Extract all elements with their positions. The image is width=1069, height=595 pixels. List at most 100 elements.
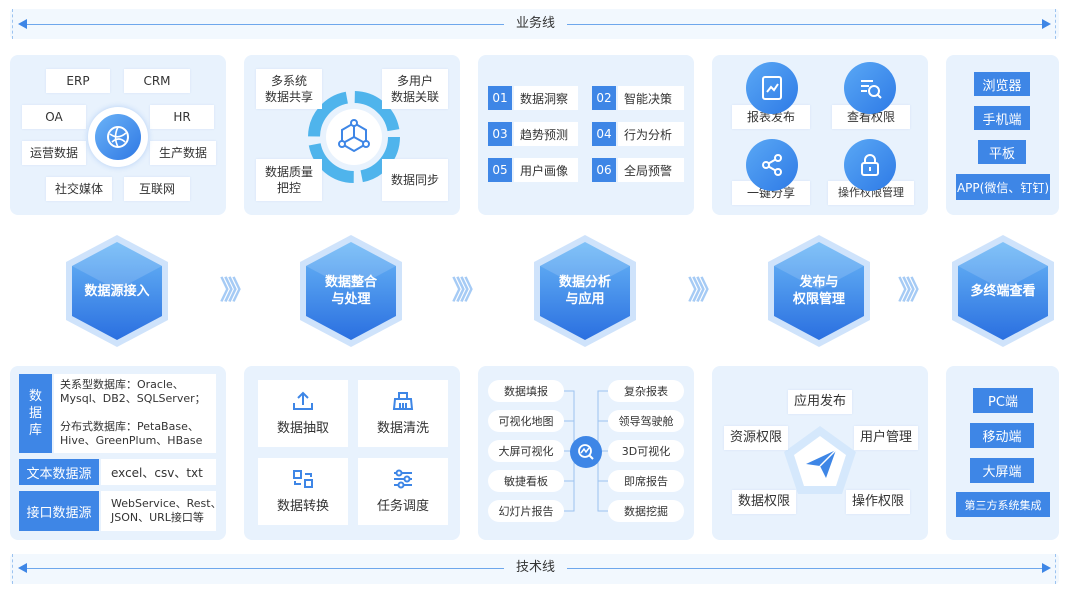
panel-tech-sources: 数 据 库 关系型数据库：Oracle、 Mysql、DB2、SQLServer… — [10, 366, 226, 540]
chevron-right-icon: 》》》 — [452, 276, 486, 306]
item-number: 02 — [592, 86, 616, 110]
source-oa: OA — [22, 105, 86, 129]
source-crm: CRM — [124, 69, 190, 93]
item-number: 05 — [488, 158, 512, 182]
terminal-browser: 浏览器 — [974, 72, 1030, 96]
panel-tech-permission: 应用发布 资源权限 用户管理 数据权限 操作权限 — [712, 366, 928, 540]
api-source-value: WebService、Rest、 JSON、URL接口等 — [101, 491, 222, 531]
band-right-dash — [1055, 9, 1056, 39]
chevron-right-icon: 》》》 — [688, 276, 722, 306]
viz-agile-board: 敏捷看板 — [488, 470, 564, 492]
pentagon-send-icon — [784, 426, 856, 494]
item-global-alert: 全局预警 — [618, 158, 684, 182]
card-extract: 数据抽取 — [258, 380, 348, 447]
arrow-left-icon — [18, 19, 27, 29]
band-right-dash — [1055, 554, 1056, 584]
card-label: 数据清洗 — [376, 421, 429, 436]
band-left-dash — [12, 9, 13, 39]
stage-data-source-access: 数据源接入 — [58, 232, 176, 350]
item-user-profile: 用户画像 — [514, 158, 578, 182]
panel-publish: 报表发布 查看权限 一键分享 操作权限管理 — [712, 55, 928, 215]
source-internet: 互联网 — [124, 177, 190, 201]
text-source-value: excel、csv、txt — [101, 459, 216, 485]
panel-tech-terminals: PC端 移动端 大屏端 第三方系统集成 — [946, 366, 1059, 540]
arrow-right-icon — [1042, 563, 1051, 573]
panel-analysis: 01 数据洞察 02 智能决策 03 趋势预测 04 行为分析 05 用户画像 … — [478, 55, 694, 215]
terminal-tablet: 平板 — [978, 140, 1026, 164]
db-line: Hive、GreenPlum、HBase — [60, 434, 203, 447]
arrow-left-icon — [18, 563, 27, 573]
chevron-right-icon: 》》》 — [898, 276, 932, 306]
multi-system-sharing: 多系统 数据共享 — [256, 69, 322, 109]
card-label: 数据转换 — [276, 499, 329, 514]
analytics-icon — [570, 436, 602, 468]
panel-tech-processing: 数据抽取 数据清洗 数据转换 任务调度 — [244, 366, 460, 540]
perm-operation: 操作权限 — [846, 490, 910, 514]
tech-third-party: 第三方系统集成 — [956, 492, 1050, 517]
card-label: 数据抽取 — [276, 421, 329, 436]
viz-cockpit: 领导驾驶舱 — [608, 410, 684, 432]
source-social-media: 社交媒体 — [46, 177, 112, 201]
source-production-data: 生产数据 — [150, 141, 216, 165]
viz-adhoc-report: 即席报告 — [608, 470, 684, 492]
item-trend-forecast: 趋势预测 — [514, 122, 578, 146]
data-quality-control: 数据质量 把控 — [256, 159, 322, 201]
item-data-insight: 数据洞察 — [514, 86, 578, 110]
globe-icon-ring — [88, 107, 148, 167]
globe-icon — [95, 114, 141, 160]
stage-label: 数据分析 与应用 — [558, 275, 611, 307]
database-label: 数 据 库 — [19, 374, 52, 453]
share-icon — [746, 139, 798, 191]
database-detail: 关系型数据库：Oracle、 Mysql、DB2、SQLServer； 分布式数… — [54, 374, 216, 453]
hexagon-icon — [300, 235, 402, 347]
stage-analysis: 数据分析 与应用 — [526, 232, 644, 350]
stage-publish: 发布与 权限管理 — [760, 232, 878, 350]
viz-3d: 3D可视化 — [608, 440, 684, 462]
hexagon-icon — [952, 235, 1054, 347]
card-transform: 数据转换 — [258, 458, 348, 525]
multi-user-association: 多用户 数据关联 — [382, 69, 448, 109]
viz-complex-report: 复杂报表 — [608, 380, 684, 402]
db-line: 关系型数据库：Oracle、 — [60, 378, 184, 391]
tech-big-screen: 大屏端 — [970, 458, 1034, 483]
db-line: 分布式数据库：PetaBase、 — [60, 420, 199, 433]
stage-label: 数据源接入 — [84, 283, 150, 299]
item-number: 06 — [592, 158, 616, 182]
tech-mobile: 移动端 — [970, 423, 1034, 448]
tech-pc: PC端 — [973, 388, 1033, 413]
perm-resource: 资源权限 — [724, 426, 788, 450]
band-left-dash — [12, 554, 13, 584]
tech-line-label: 技术线 — [504, 559, 568, 577]
broom-icon — [392, 392, 414, 410]
hexagon-icon — [768, 235, 870, 347]
transform-icon — [293, 470, 313, 488]
panel-data-sources: ERP CRM OA HR 运营数据 生产数据 社交媒体 互联网 — [10, 55, 226, 215]
report-icon — [746, 62, 798, 114]
source-operation-data: 运营数据 — [22, 141, 86, 165]
text-source-label: 文本数据源 — [19, 459, 99, 485]
api-source-label: 接口数据源 — [19, 491, 99, 531]
chevron-right-icon: 》》》 — [220, 276, 254, 306]
viz-map: 可视化地图 — [488, 410, 564, 432]
view-permission: 查看权限 — [832, 105, 910, 129]
card-schedule: 任务调度 — [358, 458, 448, 525]
perm-user-mgmt: 用户管理 — [854, 426, 918, 450]
stage-label: 发布与 权限管理 — [792, 275, 845, 307]
viz-big-screen: 大屏可视化 — [488, 440, 564, 462]
lock-icon — [844, 139, 896, 191]
hexagon-icon — [534, 235, 636, 347]
item-number: 04 — [592, 122, 616, 146]
perm-data: 数据权限 — [732, 490, 796, 514]
source-erp: ERP — [46, 69, 110, 93]
arrow-right-icon — [1042, 19, 1051, 29]
item-smart-decision: 智能决策 — [618, 86, 684, 110]
data-sync: 数据同步 — [382, 159, 448, 201]
terminal-mobile: 手机端 — [974, 106, 1030, 130]
item-number: 03 — [488, 122, 512, 146]
panel-terminals: 浏览器 手机端 平板 APP(微信、钉钉) — [946, 55, 1059, 215]
card-clean: 数据清洗 — [358, 380, 448, 447]
panel-integration: 多系统 数据共享 多用户 数据关联 数据质量 把控 数据同步 — [244, 55, 460, 215]
item-behavior-analysis: 行为分析 — [618, 122, 684, 146]
operation-permission-mgmt: 操作权限管理 — [828, 181, 914, 205]
card-label: 任务调度 — [376, 499, 429, 514]
